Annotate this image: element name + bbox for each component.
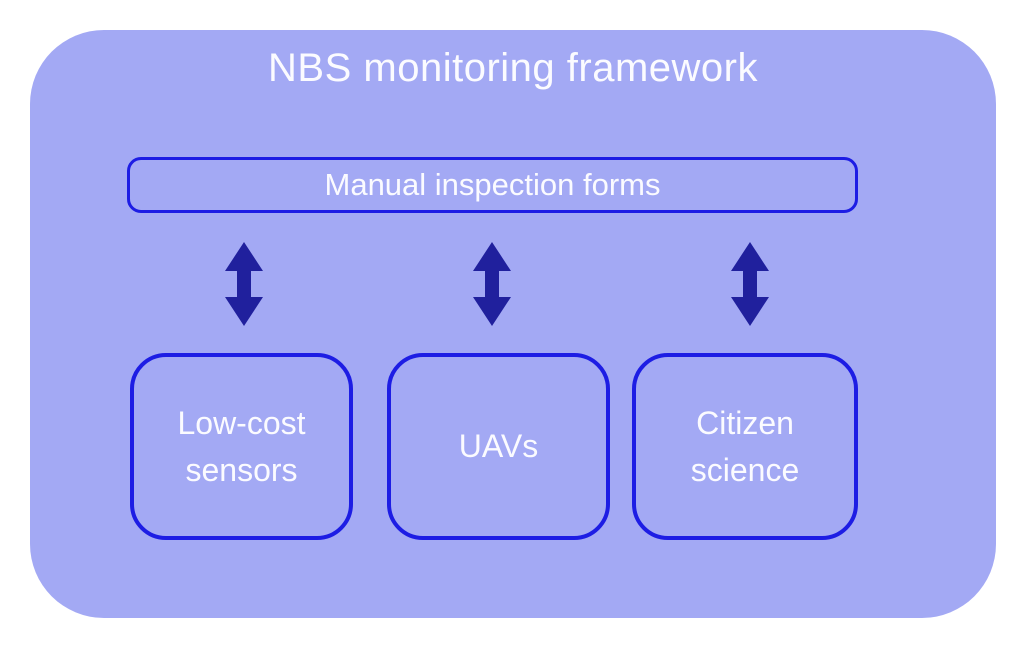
citizen-science-box: Citizen science bbox=[632, 353, 858, 540]
low-cost-sensors-label: Low-cost sensors bbox=[177, 405, 306, 488]
manual-inspection-forms-label: Manual inspection forms bbox=[324, 167, 661, 202]
double-arrow-icon bbox=[472, 242, 512, 326]
double-arrow-icon bbox=[730, 242, 770, 326]
nbs-framework-container: NBS monitoring framework Manual inspecti… bbox=[30, 30, 996, 618]
low-cost-sensors-box: Low-cost sensors bbox=[130, 353, 353, 540]
uavs-box: UAVs bbox=[387, 353, 610, 540]
uavs-label: UAVs bbox=[458, 428, 539, 465]
diagram-title: NBS monitoring framework bbox=[268, 46, 758, 90]
citizen-science-label: Citizen science bbox=[690, 405, 800, 488]
double-arrow-icon bbox=[224, 242, 264, 326]
manual-inspection-forms-box: Manual inspection forms bbox=[127, 157, 858, 213]
